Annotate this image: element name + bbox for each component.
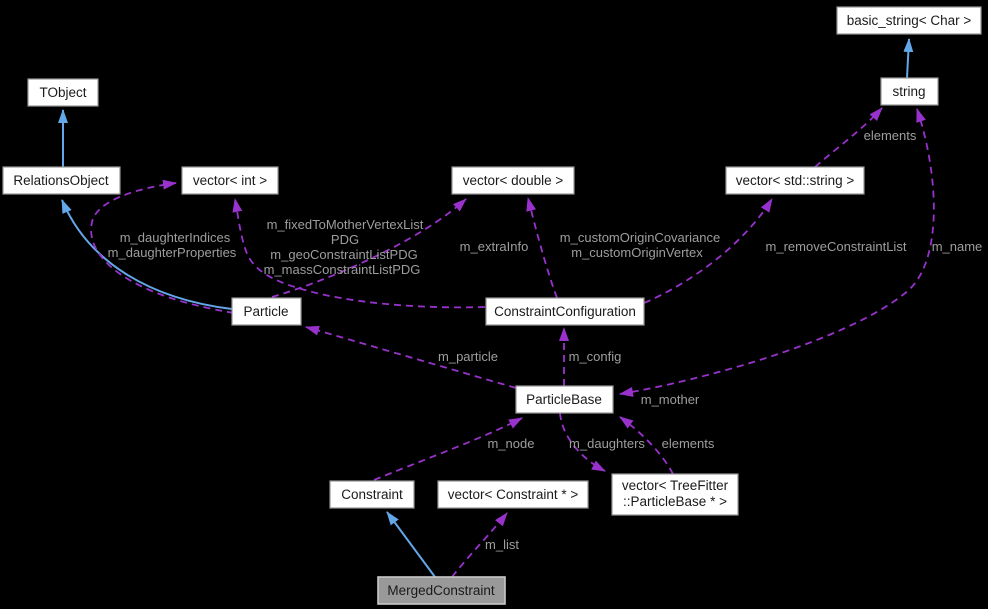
usage-edges [90, 107, 935, 578]
node-label: vector< double > [463, 173, 564, 188]
edge-label-m-daughterindices: m_daughterIndices [120, 230, 231, 245]
edge-inherit-particle-to-relationsobject [61, 199, 233, 310]
node-box[interactable] [181, 166, 279, 195]
edge-label-m-mother: m_mother [641, 392, 700, 407]
edge-label-elements-top: elements [864, 128, 917, 143]
edge-use-constraintconfiguration-to-vectorint-m-fixed [232, 198, 486, 309]
node-box[interactable] [880, 77, 939, 106]
node-box[interactable] [451, 166, 575, 195]
node-box[interactable] [231, 297, 302, 326]
node-vector-constraint-ptr[interactable]: vector< Constraint * > [437, 480, 589, 509]
node-label: vector< int > [193, 173, 267, 188]
edge-label-m-node: m_node [488, 436, 535, 451]
node-label: vector< Constraint * > [448, 487, 579, 502]
edge-label-m-daughterproperties: m_daughterProperties [108, 245, 237, 260]
node-box[interactable] [329, 480, 415, 509]
node-string[interactable]: string [880, 77, 939, 106]
node-label: MergedConstraint [387, 583, 495, 598]
node-particlebase[interactable]: ParticleBase [515, 385, 614, 414]
node-tobject[interactable]: TObject [27, 78, 99, 107]
inheritance-edges [58, 38, 914, 578]
node-box[interactable] [437, 480, 589, 509]
edge-label-m-list: m_list [485, 537, 519, 552]
node-box[interactable] [836, 6, 982, 35]
node-box[interactable] [2, 166, 121, 195]
node-label: string [892, 84, 925, 99]
edge-label-m-particle: m_particle [438, 349, 498, 364]
edge-inherit-mergedconstraint-to-constraint [386, 511, 436, 578]
edge-label-m-daughters: m_daughters [569, 436, 645, 451]
node-relationsobject[interactable]: RelationsObject [2, 166, 121, 195]
node-box[interactable] [485, 297, 645, 326]
node-box[interactable] [611, 473, 739, 516]
edge-use-mergedconstraint-to-vectorconstraint-m-list [451, 512, 508, 578]
edge-label-m-massconstraintlistpdg: m_massConstraintListPDG [264, 262, 421, 277]
edge-inherit-string-to-basicstring [903, 38, 914, 79]
node-vector-int[interactable]: vector< int > [181, 166, 279, 195]
edge-use-particlebase-to-particle-m-particle [305, 325, 517, 389]
edge-label-elements-bottom: elements [662, 436, 715, 451]
edge-labels: elements m_daughterIndices m_daughterPro… [108, 128, 983, 552]
node-vector-treefitter-particlebase[interactable]: vector< TreeFitter ::ParticleBase * > [611, 473, 739, 516]
edge-label-m-customoriginvertex: m_customOriginVertex [571, 245, 703, 260]
edge-use-particlebase-to-string-m-name-and-m-mother [619, 108, 935, 397]
node-label: Constraint [341, 487, 403, 502]
node-label: Particle [243, 304, 288, 319]
node-constraintconfiguration[interactable]: ConstraintConfiguration [485, 297, 645, 326]
node-box[interactable] [27, 78, 99, 107]
edge-use-particlebase-to-vectortreefitter-m-daughters [559, 412, 606, 472]
edge-use-particle-to-vectorint-m-daughter [90, 179, 235, 314]
node-label: ParticleBase [526, 392, 602, 407]
edge-label-pdg: PDG [331, 232, 359, 247]
node-label: ConstraintConfiguration [494, 304, 636, 319]
node-label: RelationsObject [13, 173, 109, 188]
node-vector-double[interactable]: vector< double > [451, 166, 575, 195]
node-particle[interactable]: Particle [231, 297, 302, 326]
node-mergedconstraint-current: MergedConstraint [377, 576, 506, 605]
node-box[interactable] [725, 166, 865, 195]
node-label: TObject [39, 85, 86, 100]
edge-use-constraintconfiguration-to-vectordouble-m-customorigin [526, 197, 558, 299]
edge-use-vectortreefitter-to-particlebase-elements [619, 416, 674, 475]
node-vector-std-string[interactable]: vector< std::string > [725, 166, 865, 195]
edge-use-constraint-to-particlebase-m-node [373, 417, 523, 481]
edge-label-m-fixedtomothervertexlist: m_fixedToMotherVertexList [267, 217, 424, 232]
edge-label-m-removeconstraintlist: m_removeConstraintList [766, 239, 907, 254]
edge-use-particle-to-vectordouble-m-extrainfo [271, 198, 467, 298]
edge-label-m-customorigincovariance: m_customOriginCovariance [560, 230, 720, 245]
edge-label-m-extrainfo: m_extraInfo [460, 239, 529, 254]
node-constraint[interactable]: Constraint [329, 480, 415, 509]
node-label: basic_string< Char > [847, 13, 972, 28]
node-box[interactable] [515, 385, 614, 414]
node-label: vector< std::string > [736, 173, 855, 188]
node-basic-string[interactable]: basic_string< Char > [836, 6, 982, 35]
edge-label-m-config: m_config [569, 349, 622, 364]
edge-label-m-geoconstraintlistpdg: m_geoConstraintListPDG [270, 247, 417, 262]
node-box [377, 576, 506, 605]
node-label-line2: ::ParticleBase * > [623, 494, 727, 509]
node-label-line1: vector< TreeFitter [622, 478, 729, 493]
edge-label-m-name: m_name [932, 239, 983, 254]
